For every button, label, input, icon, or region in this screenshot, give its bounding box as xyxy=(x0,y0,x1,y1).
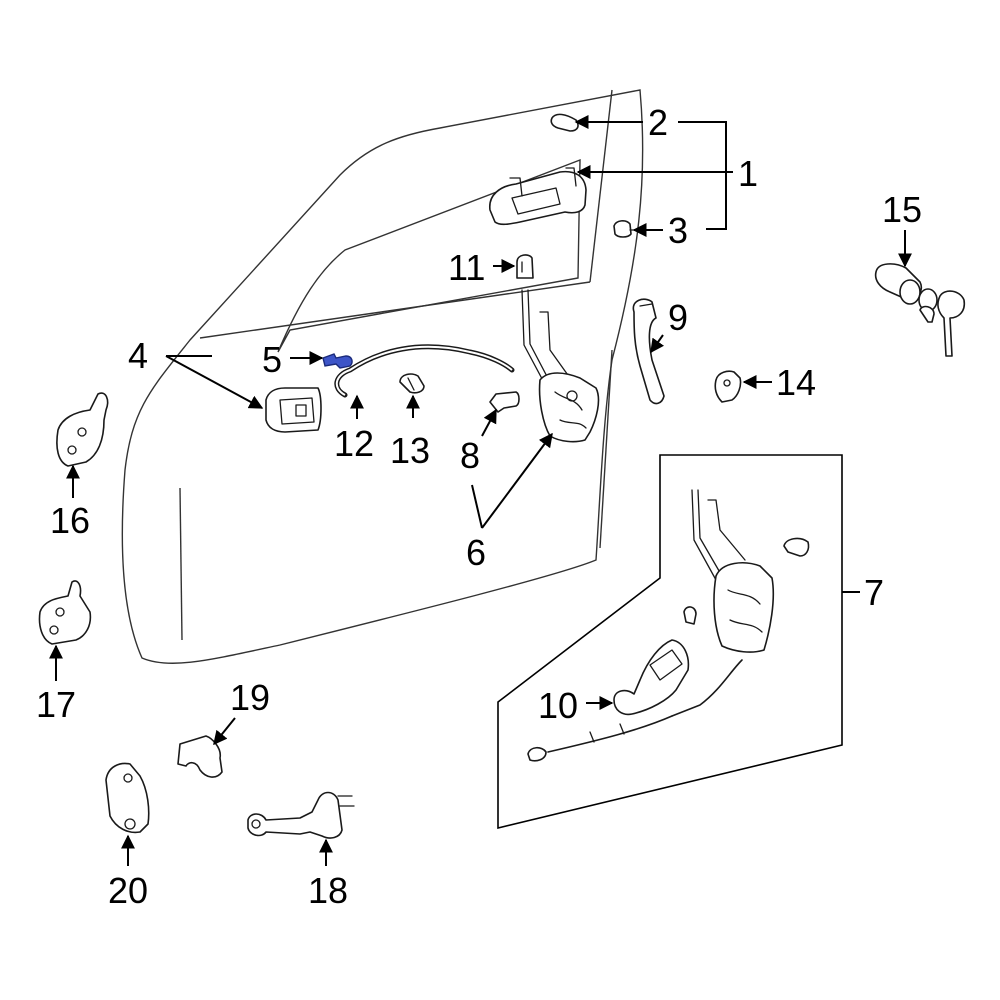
callout-1: 1 xyxy=(738,153,758,194)
striker-17-part[interactable] xyxy=(38,580,92,645)
callout-4: 4 xyxy=(128,335,148,376)
callout-15: 15 xyxy=(882,189,922,230)
callout-19: 19 xyxy=(230,677,270,718)
highlighted-cable-clip-part[interactable] xyxy=(322,353,353,369)
lock-cylinder-keys-part[interactable] xyxy=(874,263,966,357)
callout-labels: 1 2 3 4 5 6 7 8 9 10 11 12 13 14 15 16 1… xyxy=(36,102,922,911)
callout-2: 2 xyxy=(648,102,668,143)
bracket-part[interactable] xyxy=(489,391,520,413)
striker-16-part[interactable] xyxy=(56,392,109,467)
callout-16: 16 xyxy=(50,500,90,541)
callout-8: 8 xyxy=(460,435,480,476)
callout-9: 9 xyxy=(668,297,688,338)
door-check-part[interactable] xyxy=(247,791,355,839)
striker-plate-part[interactable] xyxy=(105,762,150,834)
callout-13: 13 xyxy=(390,430,430,471)
callout-12: 12 xyxy=(334,423,374,464)
leader-lines xyxy=(49,115,912,866)
lock-rod-part[interactable] xyxy=(632,298,665,405)
callout-11: 11 xyxy=(448,247,485,288)
callout-14: 14 xyxy=(776,362,816,403)
door-lock-assembly-part[interactable] xyxy=(521,289,600,443)
clip-part[interactable] xyxy=(516,254,534,279)
callout-17: 17 xyxy=(36,684,76,725)
knob-part[interactable] xyxy=(399,373,425,394)
inside-handle-part[interactable] xyxy=(265,387,322,433)
handle-pad-part[interactable] xyxy=(550,113,579,132)
callout-7: 7 xyxy=(864,572,884,613)
callout-18: 18 xyxy=(308,870,348,911)
door-shell-outline xyxy=(121,89,644,664)
lock-assembly-exploded-part[interactable] xyxy=(527,489,810,762)
callout-10: 10 xyxy=(538,685,578,726)
callout-3: 3 xyxy=(668,210,688,251)
callout-5: 5 xyxy=(262,339,282,380)
screw-part[interactable] xyxy=(613,220,641,238)
lock-assembly-box xyxy=(497,454,843,830)
outside-handle-part[interactable] xyxy=(489,167,587,226)
callout-6: 6 xyxy=(466,532,486,573)
catch-part[interactable] xyxy=(714,370,742,403)
control-cable-part[interactable] xyxy=(334,344,515,398)
callout-20: 20 xyxy=(108,870,148,911)
